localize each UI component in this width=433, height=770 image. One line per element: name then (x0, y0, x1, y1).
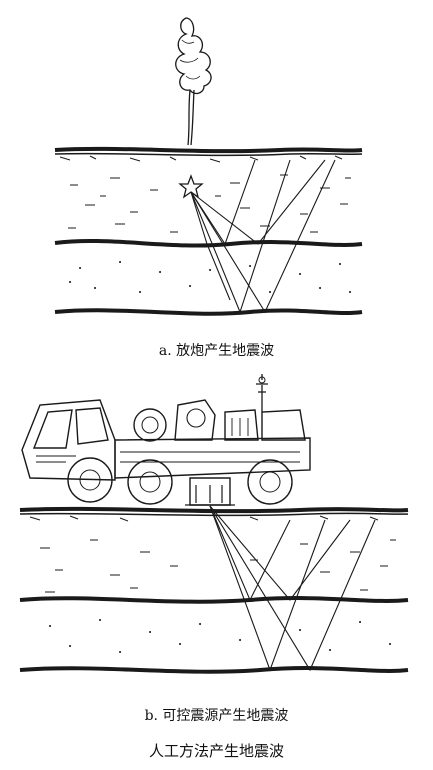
truck-mast (256, 374, 268, 412)
ray-paths-b (209, 505, 376, 672)
truck-side-window (75, 407, 109, 445)
reflector-a1 (54, 238, 363, 248)
truck-engine-block (174, 399, 216, 441)
vibrator-truck (21, 374, 311, 506)
truck-rear-unit (261, 409, 306, 441)
panel-b (19, 374, 409, 674)
ground-surface-a (54, 146, 363, 154)
ray-paths-a (190, 159, 336, 314)
panel-a-caption: a. 放炮产生地震波 (158, 343, 275, 359)
reflector-b2 (19, 666, 409, 674)
dash-texture-b1 (40, 539, 396, 593)
panel-b-caption: b. 可控震源产生地震波 (144, 708, 289, 724)
truck-chassis (114, 437, 311, 479)
truck-tank (133, 408, 167, 442)
ground-surface-b (19, 506, 409, 514)
smoke-plume (175, 17, 212, 146)
dot-texture-a2 (69, 261, 352, 293)
reflector-a2 (54, 308, 363, 316)
reflector-b1 (19, 596, 409, 604)
figure-caption: 人工方法产生地震波 (148, 742, 284, 760)
dash-texture-a1 (68, 174, 351, 233)
truck-wheels (67, 457, 293, 505)
truck-cabinet (224, 409, 259, 441)
truck-windshield (32, 409, 73, 449)
dot-texture-b2 (49, 619, 392, 653)
panel-a (54, 17, 363, 316)
